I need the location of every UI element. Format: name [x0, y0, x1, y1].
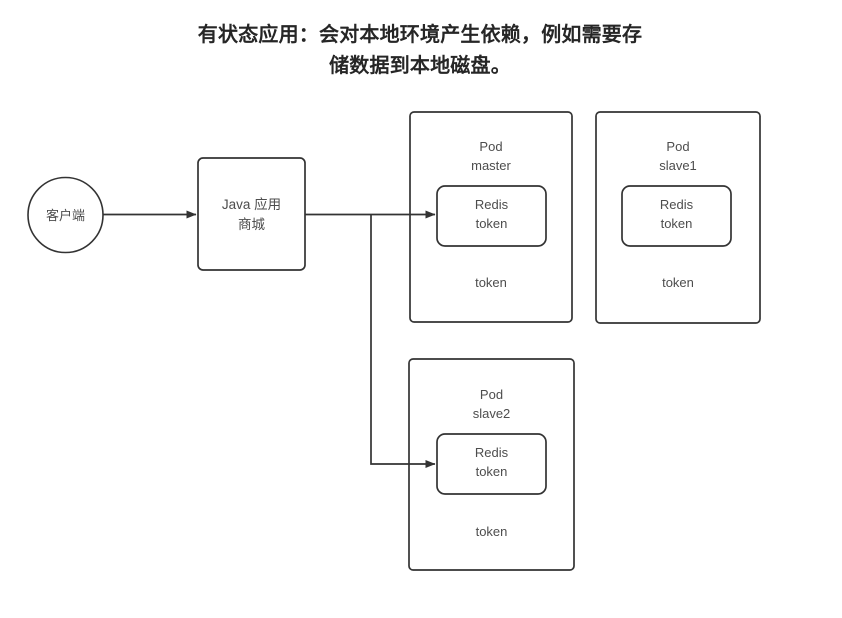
- connector-app-to-slave2: [370, 214, 436, 468]
- pod-slave2-redis-box[interactable]: [436, 433, 547, 495]
- pod-master-redis-box[interactable]: [436, 185, 547, 247]
- client-circle[interactable]: [27, 176, 104, 254]
- java-app-box[interactable]: [197, 157, 306, 271]
- diagram-title: 有状态应用：会对本地环境产生依赖，例如需要存 储数据到本地磁盘。: [197, 24, 643, 77]
- pod-slave1-redis-box[interactable]: [621, 185, 732, 247]
